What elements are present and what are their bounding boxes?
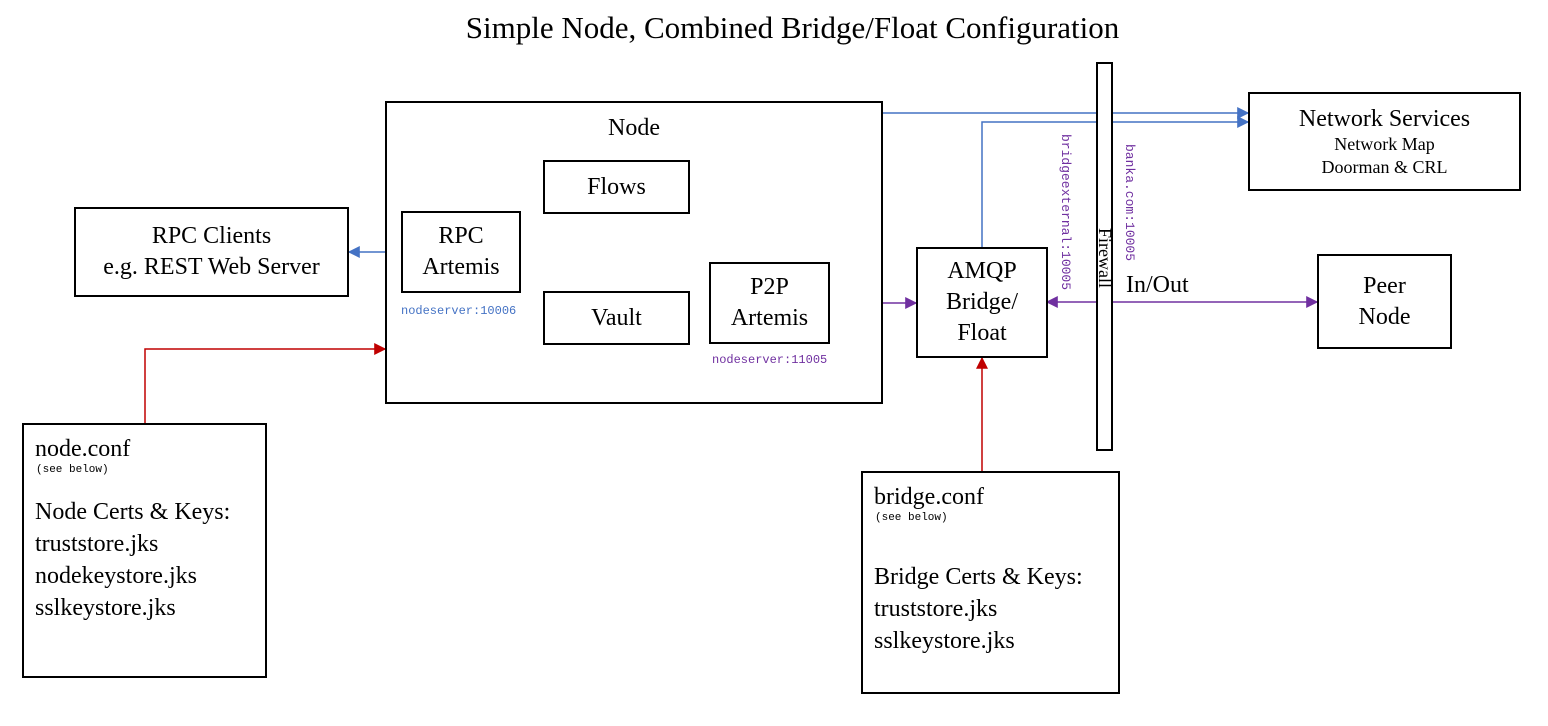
bridge-line2: Bridge/ [946, 289, 1018, 315]
rpc-clients-line1: RPC Clients [151, 223, 272, 249]
node-conf-note: (see below) [36, 464, 109, 476]
bridge-conf-note: (see below) [875, 512, 948, 524]
amqp-bridge-box: AMQP Bridge/ Float [916, 247, 1048, 358]
bridge-external-label: bridgeexternal:10005 [1058, 134, 1073, 291]
bridge-certs-heading: Bridge Certs & Keys: [874, 564, 1083, 590]
firewall-label: Firewall [1095, 228, 1115, 288]
node-conf-box: node.conf (see below) Node Certs & Keys:… [22, 423, 267, 678]
in-out-label: In/Out [1126, 272, 1189, 298]
rpc-port-label: nodeserver:10006 [401, 304, 517, 318]
rpc-clients-line2: e.g. REST Web Server [103, 254, 320, 280]
bridge-network-services-arrow [981, 116, 1250, 247]
vault-box: Vault [543, 291, 690, 345]
bridge-line3: Float [957, 320, 1007, 346]
banka-label: banka.com:10005 [1122, 144, 1137, 262]
node-file-nodekeystore: nodekeystore.jks [35, 563, 197, 589]
node-file-sslkeystore: sslkeystore.jks [35, 595, 176, 621]
p2p-port-label: nodeserver:11005 [712, 353, 828, 367]
peer-node-box: Peer Node [1317, 254, 1452, 349]
flows-label: Flows [587, 173, 646, 200]
rpc-artemis-line1: RPC [438, 223, 484, 249]
bridge-line1: AMQP [947, 258, 1017, 284]
p2p-artemis-line1: P2P [750, 274, 789, 300]
firewall-bar [1096, 62, 1113, 451]
rpc-artemis-line2: Artemis [422, 254, 500, 280]
bridge-file-truststore: truststore.jks [874, 596, 998, 622]
diagram-title: Simple Node, Combined Bridge/Float Confi… [465, 10, 1120, 45]
bridge-conf-box: bridge.conf (see below) Bridge Certs & K… [861, 471, 1120, 694]
network-services-box: Network Services Network Map Doorman & C… [1248, 92, 1521, 191]
doorman-crl-label: Doorman & CRL [1321, 156, 1448, 177]
rpc-clients-box: RPC Clients e.g. REST Web Server [74, 207, 349, 297]
flows-box: Flows [543, 160, 690, 214]
p2p-artemis-box: P2P Artemis [709, 262, 830, 344]
node-file-truststore: truststore.jks [35, 531, 159, 557]
rpc-artemis-box: RPC Artemis [401, 211, 521, 293]
vault-label: Vault [591, 304, 642, 331]
bridge-file-sslkeystore: sslkeystore.jks [874, 628, 1015, 654]
node-label: Node [608, 115, 660, 141]
node-conf-arrow [144, 343, 387, 423]
network-services-title: Network Services [1298, 105, 1471, 132]
bridge-conf-name: bridge.conf [874, 484, 984, 510]
p2p-artemis-line2: Artemis [730, 305, 809, 331]
network-map-label: Network Map [1334, 133, 1435, 154]
peer-line1: Peer [1363, 272, 1406, 299]
peer-line2: Node [1358, 303, 1411, 330]
node-conf-name: node.conf [35, 436, 131, 462]
node-certs-heading: Node Certs & Keys: [35, 499, 231, 525]
